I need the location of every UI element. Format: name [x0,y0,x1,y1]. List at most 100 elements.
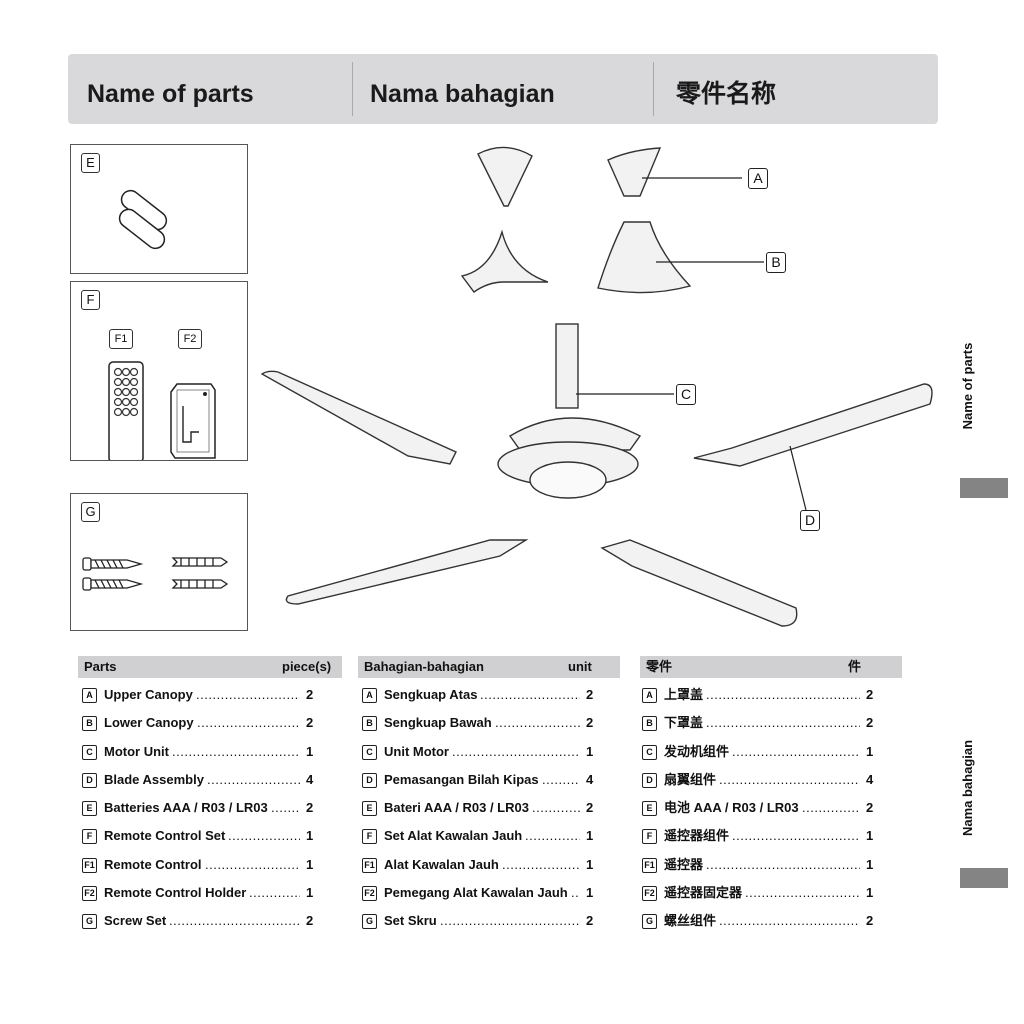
table-en-header: Parts piece(s) [78,656,342,678]
motor-cap [529,461,607,499]
part-key: F2 [642,886,657,902]
box-label-f2: F2 [178,329,202,349]
part-quantity: 1 [306,828,314,844]
leader-dots: ........................................… [732,743,860,759]
part-quantity: 2 [866,687,874,702]
part-quantity: 2 [306,800,314,816]
table-ms-header: Bahagian-bahagian unit [358,656,620,678]
box-label-e: E [81,153,100,173]
leader-dots: ........................................… [249,885,300,901]
leader-dots: ........................................… [525,828,580,844]
part-key: B [642,716,657,732]
leader-dots: ........................................… [802,800,860,816]
part-name: Remote Control Set [104,828,226,844]
leader-dots: ........................................… [571,885,580,901]
part-quantity: 2 [866,913,874,929]
part-name: 螺丝组件 [664,913,717,929]
part-quantity: 2 [866,715,874,731]
side-tab-top: Name of parts [960,316,1000,456]
box-remote-set: F F1 F2 [70,281,248,461]
part-key: G [82,914,97,930]
part-name: Set Skru [384,913,437,929]
table-ms-head-qty: unit [568,659,592,674]
box-batteries: E [70,144,248,274]
part-key: F [642,829,657,845]
part-key: D [362,772,377,788]
box-screw-set: G [70,493,248,631]
part-quantity: 1 [586,743,594,759]
part-name: 扇翼组件 [664,771,717,787]
header-divider [653,62,654,116]
callout-a: A [748,168,768,189]
part-quantity: 1 [306,885,314,901]
part-key: C [362,744,377,760]
part-quantity: 2 [306,687,314,702]
leader-dots: ........................................… [172,743,300,759]
part-key: F [82,829,97,845]
leader-dots: ........................................… [719,913,860,929]
lower-canopy-shape [597,221,692,294]
part-quantity: 4 [586,771,594,787]
leader-dots: ........................................… [706,687,860,702]
part-key: E [362,801,377,817]
part-name: 遥控器组件 [664,828,730,844]
blade-top-left [260,370,457,465]
side-tab-bottom-bar [960,868,1008,888]
screws-illustration [82,557,229,591]
side-tab-top-label: Name of parts [960,342,975,430]
part-name: 遥控器固定器 [664,885,743,901]
part-name: Motor Unit [104,743,169,759]
blade-bottom-left [285,539,529,605]
leader-dots: ........................................… [228,828,300,844]
side-tab-bottom-label: Nama bahagian [960,739,975,837]
table-row: E Bateri AAA / R03 / LR03................… [362,794,602,822]
part-key: A [82,688,97,703]
part-name: Lower Canopy [104,715,194,731]
leader-dots: ........................................… [542,771,580,787]
part-key: A [642,688,657,703]
leader-dots: ........................................… [502,856,580,872]
part-quantity: 2 [306,715,314,731]
leader-dots: ........................................… [532,800,580,816]
part-key: F2 [362,886,377,902]
header-bar: Name of parts Nama bahagian 零件名称 [68,54,938,124]
part-key: C [642,744,657,760]
table-row: D 扇翼组件...................................… [642,766,882,794]
table-row: F遥控器组件..................................… [642,822,882,850]
lower-canopy-half [460,229,549,293]
box-label-f1: F1 [109,329,133,349]
part-key: B [82,716,97,732]
table-row: F2 Remote Control Holder.................… [82,879,322,907]
part-key: F1 [642,857,657,873]
leader-dots: ........................................… [169,913,300,929]
part-name: Remote Control Holder [104,885,247,901]
part-key: F2 [82,886,97,902]
leader-dots: ........................................… [745,885,860,901]
part-name: Bateri AAA / R03 / LR03 [384,800,529,816]
part-name: Batteries AAA / R03 / LR03 [104,800,268,816]
part-name: Sengkuap Atas [384,687,478,702]
leader-dots: ........................................… [719,771,860,787]
part-key: D [82,772,97,788]
part-key: F1 [362,857,377,873]
part-quantity: 2 [586,715,594,731]
part-key: D [642,772,657,788]
table-row: F Remote Control Set.....................… [82,822,322,850]
table-ms-head-parts: Bahagian-bahagian [364,659,484,674]
batteries-illustration [118,189,168,250]
side-tab-bottom: Nama bahagian [960,718,1000,858]
header-title-ms: Nama bahagian [370,80,555,108]
